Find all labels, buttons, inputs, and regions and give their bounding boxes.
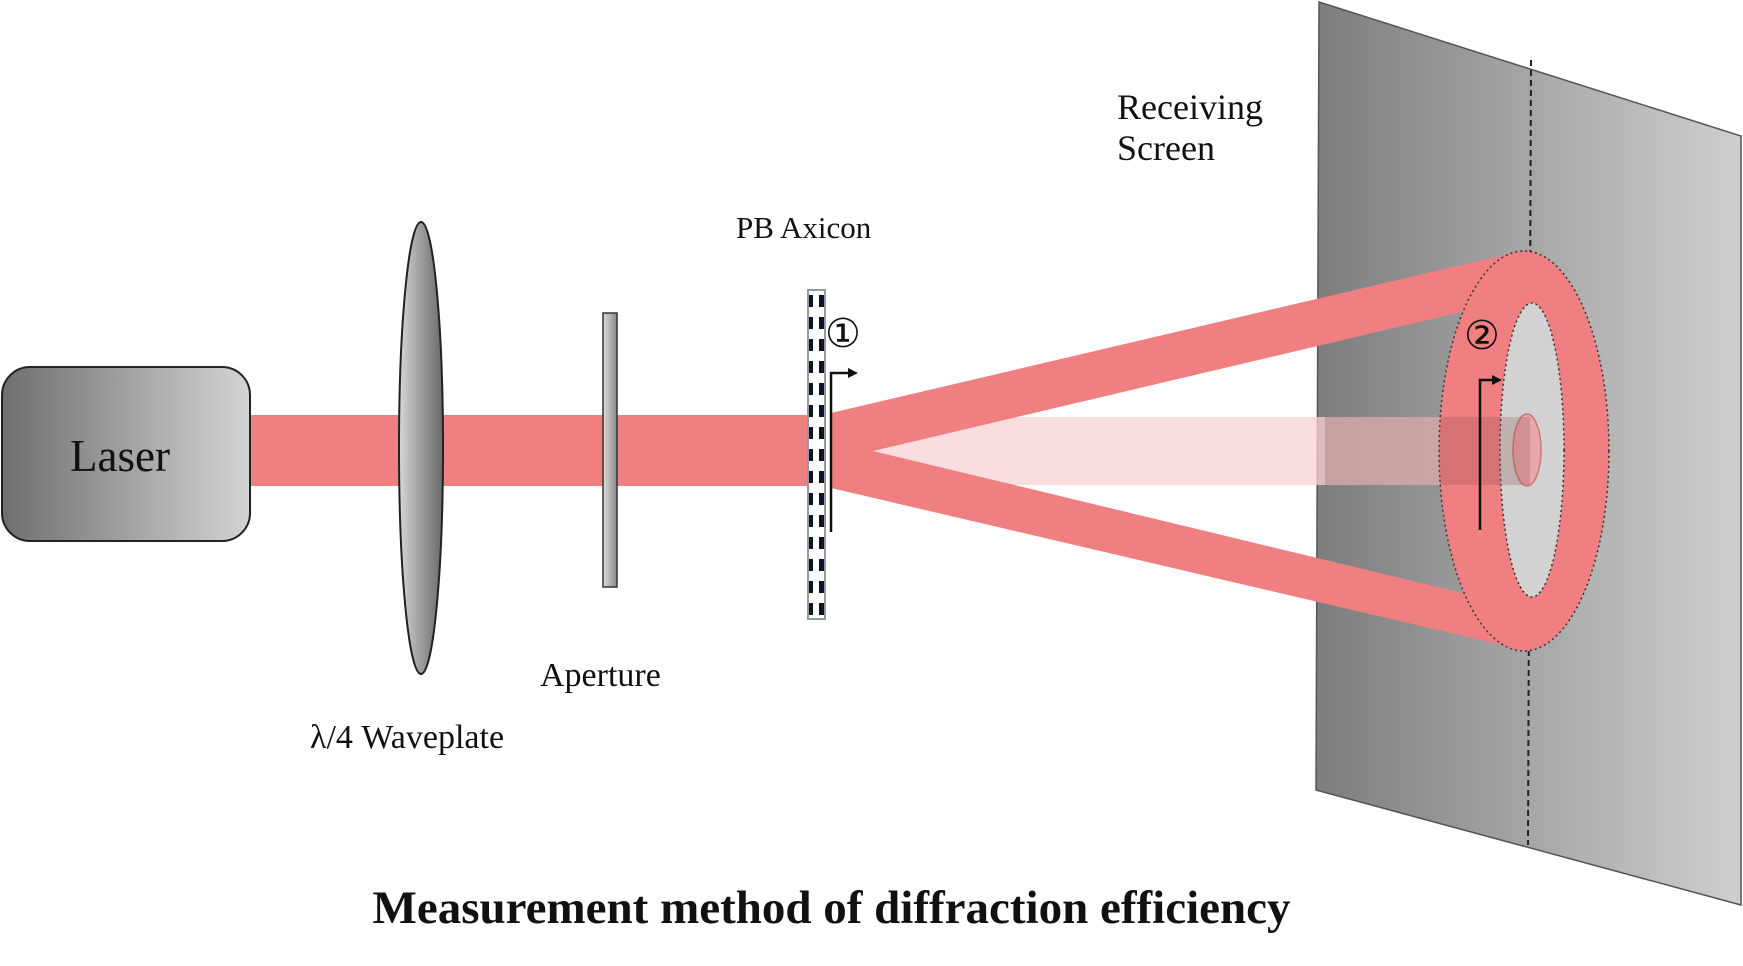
waveplate-label: λ/4 Waveplate [310, 719, 505, 756]
axicon-label: PB Axicon [736, 210, 872, 245]
aperture-plate [602, 312, 618, 588]
laser-box [1, 366, 251, 542]
input-beam [245, 415, 813, 486]
zeroth-order-on-screen [1325, 417, 1530, 485]
figure-caption: Measurement method of diffraction effici… [372, 882, 1291, 934]
detector-1-arrow [848, 368, 858, 378]
central-spot [1512, 413, 1542, 487]
screen-label: Receiving Screen [1117, 87, 1263, 169]
position-marker-2: ② [1464, 313, 1500, 359]
quarter-waveplate [398, 221, 444, 675]
laser-label: Laser [70, 431, 170, 481]
pb-axicon [807, 289, 826, 620]
detector-2-arrow [1492, 375, 1502, 385]
zeroth-order-beam [870, 417, 1530, 485]
position-marker-1: ① [825, 311, 861, 357]
diffracted-cone-beam [831, 250, 1532, 652]
detector-2 [1478, 378, 1492, 530]
detector-1 [829, 371, 848, 532]
aperture-label: Aperture [540, 657, 661, 694]
